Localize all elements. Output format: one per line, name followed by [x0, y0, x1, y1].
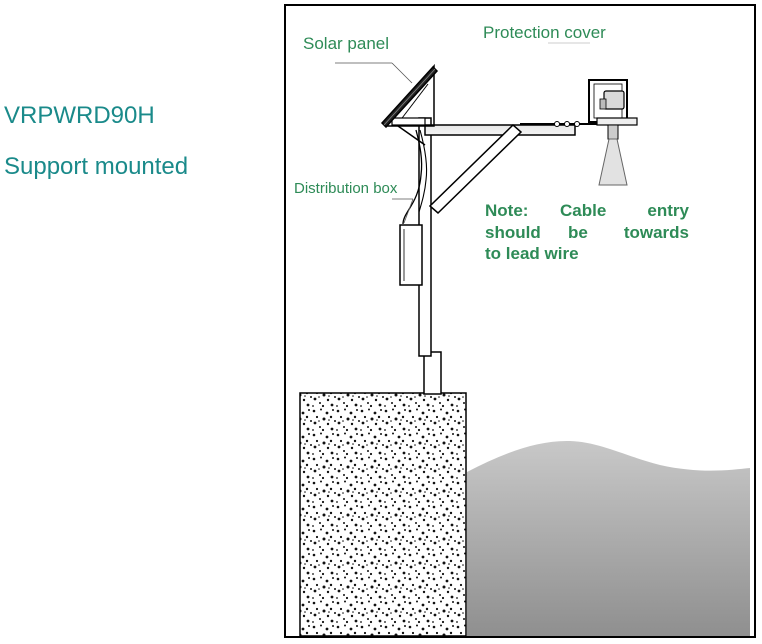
- panel-cable: [402, 129, 423, 225]
- note-word: be: [568, 223, 588, 242]
- note-word: should: [485, 223, 541, 242]
- note-word: entry: [647, 201, 689, 220]
- pole-base: [423, 351, 442, 395]
- cable-entry-note: Note: Cable entry should be towards to l…: [485, 201, 690, 263]
- protection-cover-label: Protection cover: [483, 23, 606, 42]
- distribution-box-label: Distribution box: [294, 180, 398, 197]
- solar-panel-label: Solar panel: [303, 34, 389, 53]
- note-line: to lead wire: [485, 244, 579, 263]
- horn-antenna: [598, 138, 628, 186]
- concrete-foundation: [299, 392, 467, 637]
- note-word: Note:: [485, 201, 528, 220]
- diagonal-brace: [428, 123, 523, 215]
- note-word: Cable: [560, 201, 606, 220]
- radar-gauge-head: [603, 90, 625, 110]
- note-word: towards: [624, 223, 689, 242]
- mounting-flange: [596, 117, 638, 126]
- mounting-type: Support mounted: [4, 153, 189, 180]
- horizontal-arm: [424, 124, 576, 136]
- figure-frame: [284, 4, 756, 638]
- liquid-surface: [467, 440, 750, 636]
- model-name: VRPWRD90H: [4, 102, 155, 129]
- distribution-box: [399, 224, 423, 286]
